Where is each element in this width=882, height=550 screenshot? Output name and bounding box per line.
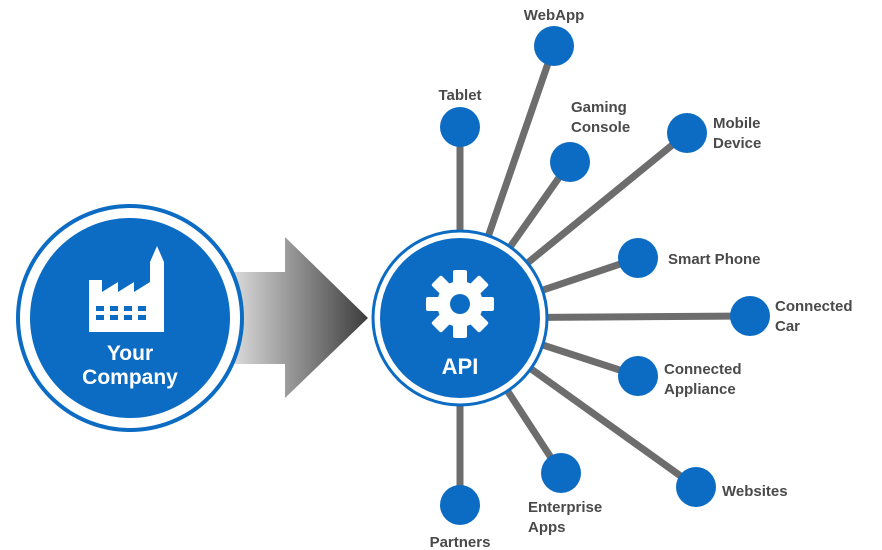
factory-icon [89,246,164,332]
node-label-enterprise-apps-line1: Enterprise [528,499,602,516]
gear-hole [450,294,470,314]
node-circle-enterprise-apps [541,453,581,493]
node-circle-partners [440,485,480,525]
node-label-websites: Websites [722,483,788,500]
node-tablet: Tablet [438,87,482,147]
gear-icon [426,270,494,338]
node-circle-smart-phone [618,238,658,278]
api-label: API [442,354,479,379]
node-label-connected-car-line2: Car [775,318,800,335]
node-circle-connected-appliance [618,356,658,396]
node-smart-phone: Smart Phone [618,238,761,278]
node-label-webapp: WebApp [524,7,585,24]
node-label-tablet: Tablet [438,87,481,104]
node-websites: Websites [676,467,788,507]
flow-arrow [225,237,368,398]
company-node: Your Company [16,204,244,432]
node-label-connected-appliance-line1: Connected [664,361,742,378]
node-label-gaming-console-line2: Console [571,119,630,136]
node-partners: Partners [430,485,491,550]
node-circle-gaming-console [550,142,590,182]
company-label-line1: Your [107,342,153,365]
node-circle-mobile-device [667,113,707,153]
node-webapp: WebApp [524,7,585,66]
node-circle-tablet [440,107,480,147]
node-label-enterprise-apps-line2: Apps [528,519,566,536]
api-hub: API [371,229,549,407]
node-circle-connected-car [730,296,770,336]
company-label-line2: Company [82,366,178,389]
node-circle-websites [676,467,716,507]
node-label-gaming-console-line1: Gaming [571,99,627,116]
node-label-mobile-device-line1: Mobile [713,115,761,132]
node-label-smart-phone: Smart Phone [668,251,761,268]
node-label-mobile-device-line2: Device [713,135,761,152]
node-label-partners: Partners [430,534,491,550]
node-label-connected-appliance-line2: Appliance [664,381,736,398]
node-circle-webapp [534,26,574,66]
node-label-connected-car-line1: Connected [775,298,853,315]
